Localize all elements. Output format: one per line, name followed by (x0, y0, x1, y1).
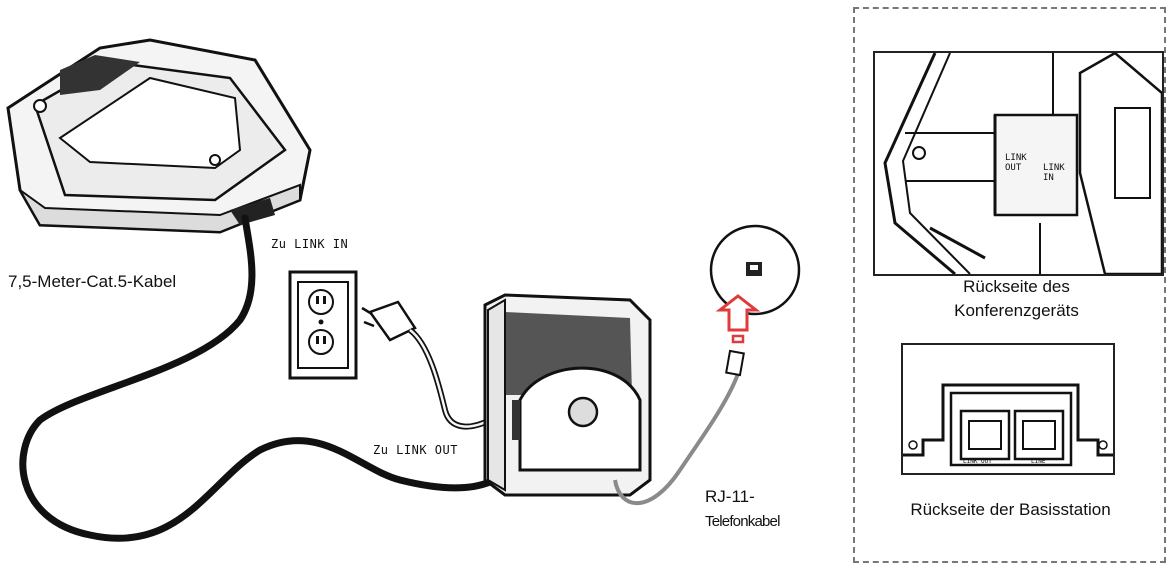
link-in-label: Zu LINK IN (271, 237, 349, 251)
rj11-plug (725, 349, 745, 377)
wall-outlet-illustration (288, 270, 358, 380)
power-plug-illustration (361, 300, 492, 430)
conference-caption-line2: Konferenzgeräts (954, 301, 1079, 320)
conference-port-link-in: LINK IN (1043, 163, 1065, 183)
base-station-illustration (483, 293, 652, 497)
rj11-label-line2: Telefonkabel (705, 513, 780, 530)
link-out-label: Zu LINK OUT (373, 443, 458, 457)
conference-back-drawing (883, 53, 1162, 274)
base-port-line: LINE (1031, 458, 1046, 465)
base-port-link-out: LINK OUT (963, 458, 992, 465)
telephone-cable (613, 367, 742, 506)
red-up-arrow-icon (715, 294, 761, 344)
conference-caption-line1: Rückseite des (963, 277, 1070, 296)
base-back-inset: LINK OUT LINE (901, 343, 1115, 475)
conference-port-link-out: LINK OUT (1005, 153, 1027, 173)
conference-back-caption: Rückseite des Konferenzgeräts (873, 275, 1160, 323)
cat5-cable (19, 214, 494, 542)
detail-panel (853, 7, 1166, 563)
base-back-drawing (903, 383, 1113, 473)
rj11-label-line1: RJ-11- (705, 487, 755, 506)
wall-jack-illustration (709, 224, 801, 316)
conference-back-inset: LINK OUT LINK IN (873, 51, 1164, 276)
base-back-caption: Rückseite der Basisstation (910, 500, 1111, 519)
cable-label: 7,5-Meter-Cat.5-Kabel (8, 272, 177, 291)
conference-phone-illustration (6, 38, 312, 234)
